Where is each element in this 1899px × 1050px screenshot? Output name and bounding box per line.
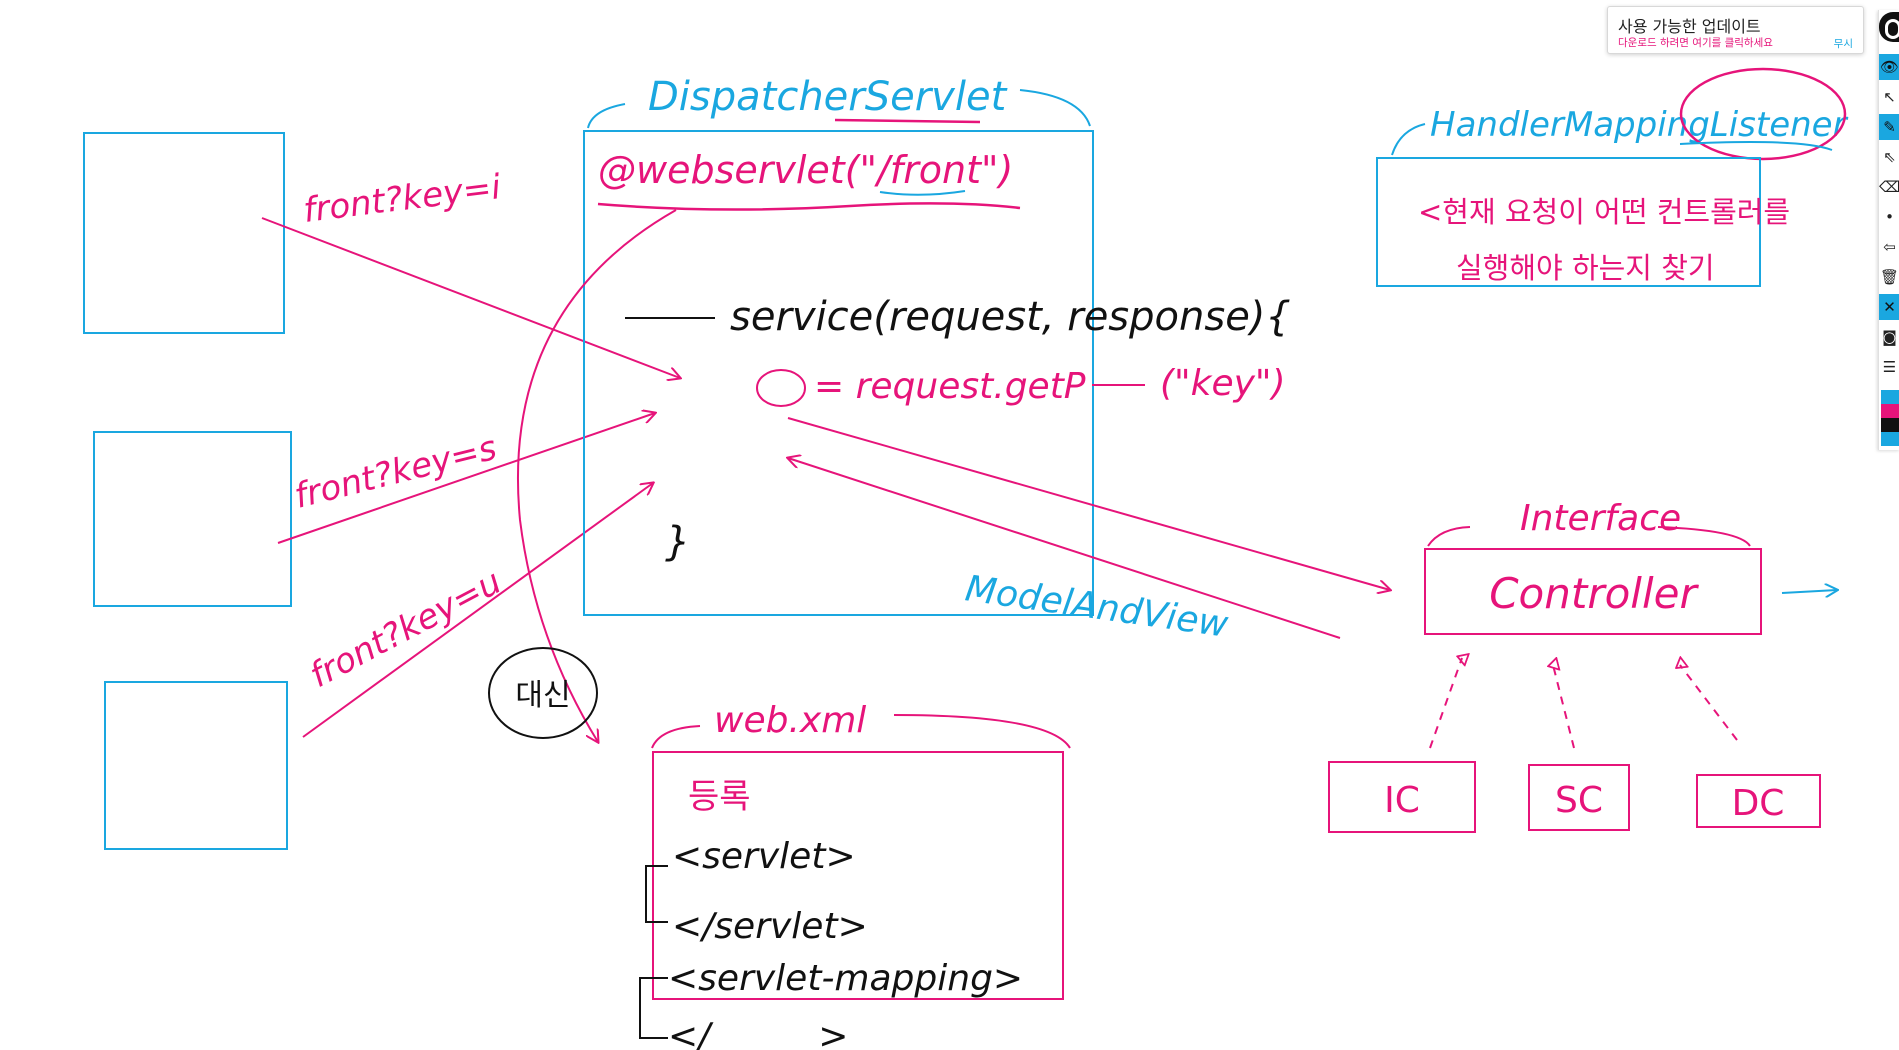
webservlet-annotation: @webservlet("/front") [598, 148, 1013, 192]
service-close-brace: } [665, 519, 690, 565]
client-box-3 [104, 681, 288, 850]
webxml-servlet-close: </servlet> [672, 906, 868, 947]
interface-brace [1427, 526, 1751, 547]
webxml-mapping-close: </______> [668, 1016, 848, 1050]
handler-title: HandlerMappingListener [1430, 105, 1849, 145]
update-download-link[interactable]: 다운로드 하려면 여기를 클릭하세요 [1618, 37, 1773, 49]
ic-box [1328, 761, 1476, 833]
webxml-title: web.xml [714, 700, 866, 741]
ic-implements-line [1429, 658, 1462, 749]
color-swatch-2[interactable] [1881, 404, 1899, 418]
client-box-2 [93, 431, 292, 607]
app-logo-icon[interactable] [1879, 12, 1899, 42]
client-box-1 [83, 132, 285, 334]
controller-box [1424, 548, 1762, 635]
request-arrow-3 [302, 483, 653, 738]
dispatcher-title-underline [834, 118, 981, 124]
model-and-view-label: ModelAndView [963, 568, 1231, 646]
close-icon[interactable]: ✕ [1879, 294, 1899, 320]
ic-label: IC [1384, 780, 1420, 821]
annotation-toolbar: 👁 ↖ ✎ ⇖ ⌫ • ⇦ 🗑 ✕ ◙ ☰ [1878, 10, 1899, 450]
servlet-bracket [645, 865, 668, 923]
handler-box [1376, 157, 1761, 287]
controller-label: Controller [1489, 569, 1699, 618]
clipboard-icon[interactable]: ☰ [1882, 358, 1897, 376]
dot-icon[interactable]: • [1885, 208, 1894, 226]
webservlet-underline [597, 202, 1021, 211]
color-swatch-1[interactable] [1881, 390, 1899, 404]
sc-implements-line [1553, 665, 1575, 749]
front-underline [879, 190, 966, 196]
listener-circle [1679, 67, 1847, 161]
dispatcher-brace [587, 89, 1091, 129]
request-arrow-2 [277, 413, 655, 544]
webxml-box [652, 751, 1064, 1000]
getparam-key: ("key") [1160, 363, 1286, 404]
dispatcher-title: DispatcherServlet [648, 74, 1008, 120]
webxml-register: 등록 [688, 777, 751, 817]
controller-out-arrow [1781, 590, 1837, 593]
camera-icon[interactable]: ◙ [1882, 328, 1897, 346]
circled-note [488, 647, 598, 739]
getparam-call: = request.getP [814, 366, 1086, 407]
param-circle [756, 369, 806, 407]
pointer-icon[interactable]: ↖ [1883, 88, 1896, 106]
update-notification[interactable]: 사용 가능한 업데이트 다운로드 하려면 여기를 클릭하세요 무시 [1607, 6, 1864, 54]
dc-implements-line [1680, 665, 1738, 741]
dispatcher-servlet-box [583, 130, 1094, 616]
eye-icon[interactable]: 👁 [1879, 54, 1899, 80]
dc-box [1696, 774, 1821, 828]
webxml-mapping: <servlet-mapping> [668, 958, 1023, 999]
undo-icon[interactable]: ⇦ [1883, 238, 1896, 256]
model-and-view-arrow [788, 458, 1341, 639]
handler-desc-1: <현재 요청이 어떤 컨트롤러를 [1418, 195, 1790, 229]
color-swatch-4[interactable] [1881, 432, 1899, 446]
request-arrow-1 [261, 217, 680, 378]
handler-desc-2: 실행해야 하는지 찾기 [1456, 251, 1715, 285]
mapping-bracket [639, 977, 668, 1039]
to-controller-arrow [787, 417, 1390, 590]
eraser-icon[interactable]: ⌫ [1879, 178, 1899, 196]
service-method: service(request, response){ [730, 294, 1291, 340]
webxml-brace [651, 714, 1071, 749]
arrow-icon[interactable]: ⇖ [1883, 148, 1896, 166]
request-label-3: front?key=u [303, 562, 508, 696]
register-curve-arrow [516, 209, 677, 742]
interface-label: Interface [1520, 498, 1681, 539]
dismiss-button[interactable]: 무시 [1833, 38, 1853, 50]
handler-brace [1391, 123, 1833, 156]
pen-icon[interactable]: ✎ [1879, 114, 1899, 140]
webxml-servlet-open: <servlet> [672, 836, 856, 877]
circled-note-text: 대신 [515, 678, 570, 713]
sc-box [1528, 764, 1630, 831]
sc-label: SC [1555, 780, 1603, 821]
color-swatch-3[interactable] [1881, 418, 1899, 432]
dc-label: DC [1732, 783, 1785, 824]
trash-icon[interactable]: 🗑 [1879, 268, 1899, 286]
update-title: 사용 가능한 업데이트 [1618, 17, 1761, 36]
request-label-1: front?key=i [301, 167, 503, 231]
